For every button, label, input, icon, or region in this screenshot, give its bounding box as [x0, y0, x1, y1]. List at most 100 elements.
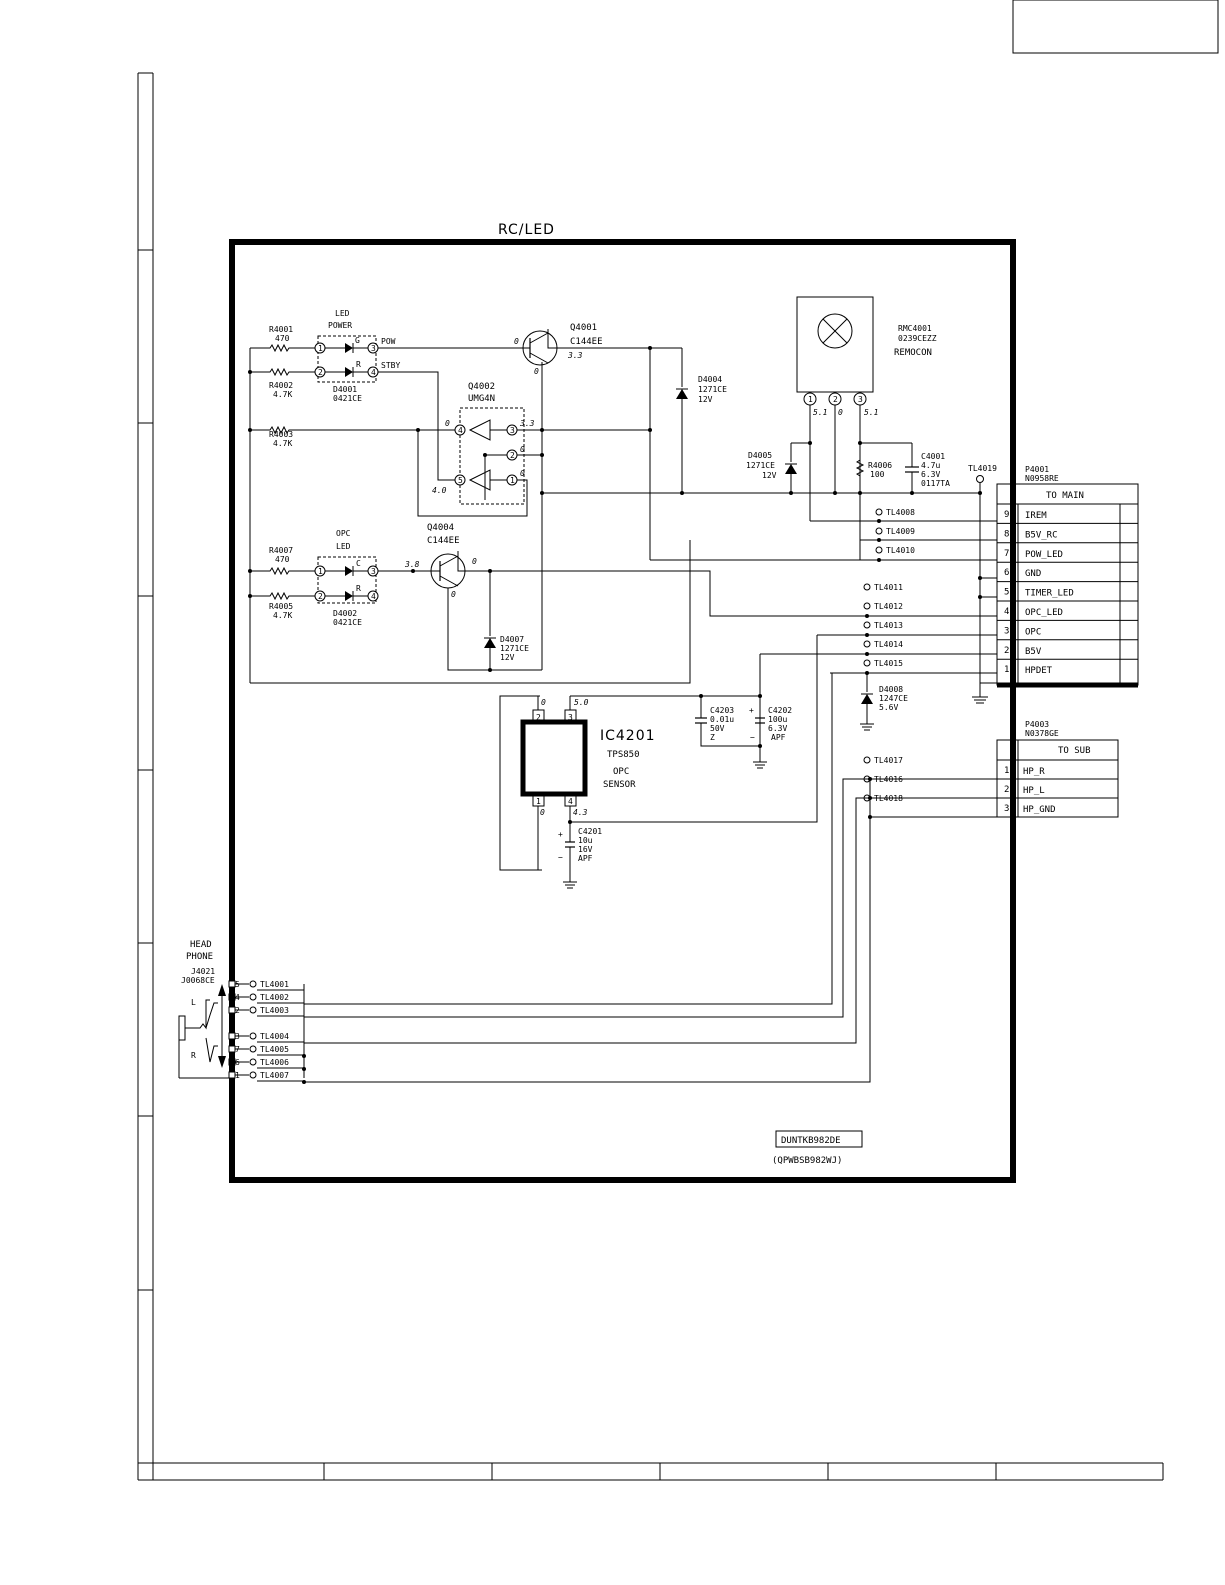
testpoint-icon: [249, 1032, 257, 1040]
p4001-pin-num: 3: [1004, 626, 1009, 636]
v-q4002-1: 0: [520, 469, 525, 478]
ic-part: TPS850: [607, 750, 640, 760]
testpoint-icon: [863, 621, 871, 629]
testpoint-icon: [249, 1071, 257, 1079]
svg-text:2: 2: [510, 451, 515, 460]
headphone-wires: [302, 673, 997, 1084]
p4001-pin-num: 5: [1004, 588, 1009, 598]
v-rmc-2: 0: [838, 408, 843, 417]
hp-testpoint-label: TL4001: [260, 980, 289, 989]
ic4201-sensor: 2 3 1 4 0 5.0 0 4.3 IC4201 TPS850 OPC SE…: [499, 694, 792, 889]
p4001-pin-name: B5V_RC: [1025, 530, 1058, 540]
c4202-val: 100u: [768, 715, 787, 724]
hp-pin-pad: [228, 1032, 236, 1040]
pin-c: C: [356, 559, 361, 568]
svg-text:3: 3: [568, 713, 573, 722]
q4002-transistor: Q4002 UMG4N 4 5 3 2 1 0 4.0 3.3 0 0: [416, 382, 650, 517]
v-rmc-3: 5.1: [864, 408, 878, 417]
pin-g: G: [355, 336, 360, 345]
testpoint-icon: [875, 508, 883, 516]
p4003-pin-name: HP_GND: [1023, 805, 1056, 815]
svg-text:−: −: [750, 733, 755, 742]
p4003-pin-num: 3: [1004, 804, 1009, 814]
testpoint-icon: [863, 659, 871, 667]
svg-text:1: 1: [808, 395, 813, 404]
resistor-r4003: [250, 425, 455, 435]
d4007-part: 1271CE: [500, 644, 529, 653]
v-q4004-b: 3.8: [404, 560, 420, 569]
d4004-val: 12V: [698, 395, 713, 404]
p4003-pin-num: 2: [1004, 785, 1009, 795]
testpoint-label: TL4014: [874, 640, 903, 649]
hp-pin-pad: [228, 1058, 236, 1066]
d4002-part: 0421CE: [333, 618, 362, 627]
c4203-volt: 50V: [710, 724, 725, 733]
c4202-volt: 6.3V: [768, 724, 787, 733]
p4001-pin-num: 8: [1004, 529, 1009, 539]
q4001-ref: Q4001: [570, 323, 597, 333]
v-q4001-e: 3.3: [567, 351, 583, 360]
testpoint-label: TL4013: [874, 621, 903, 630]
svg-text:3: 3: [371, 567, 376, 576]
led-diode-icon: [345, 343, 353, 353]
opc-led-label2: LED: [336, 542, 351, 551]
ic-ref: IC4201: [600, 728, 656, 744]
resistor-r4001: [250, 343, 315, 353]
svg-text:2: 2: [318, 592, 323, 601]
testpoint-label: TL4012: [874, 602, 903, 611]
tl4019: TL4019: [968, 464, 997, 473]
svg-text:3: 3: [858, 395, 863, 404]
led-power-label: LED: [335, 309, 350, 318]
testpoint-icon: [249, 980, 257, 988]
v-ic-1: 0: [540, 808, 545, 817]
r4003-val: 4.7K: [273, 439, 292, 448]
svg-text:2: 2: [833, 395, 838, 404]
d4005-ref: D4005: [748, 451, 772, 460]
p4001-part: N0958RE: [1025, 474, 1059, 483]
led-diode-icon: [345, 367, 353, 377]
testpoint-label: TL4011: [874, 583, 903, 592]
resistor-r4007: [250, 566, 315, 576]
testpoint-icon: [249, 1045, 257, 1053]
pin-r: R: [356, 360, 361, 369]
testpoints-right: TL4008TL4009TL4010TL4011TL4012TL4013TL40…: [863, 508, 915, 803]
r4001-ref: R4001: [269, 325, 293, 334]
c4203-val: 0.01u: [710, 715, 734, 724]
c4201-ref: C4201: [578, 827, 602, 836]
v-ic-3: 5.0: [574, 698, 589, 707]
v-ic-4: 4.3: [573, 808, 588, 817]
r4003-ref: R4003: [269, 430, 293, 439]
svg-text:4: 4: [371, 368, 376, 377]
testpoint-icon: [863, 640, 871, 648]
svg-text:1: 1: [318, 567, 323, 576]
hp-pin-pad: [228, 1071, 236, 1079]
board-pwb-label: (QPWBSB982WJ): [772, 1156, 842, 1166]
hp-r: R: [191, 1051, 196, 1060]
v-q4001-c: 0: [534, 367, 539, 376]
r4006-c4001: R4006 100 C4001 4.7u 6.3V 0117TA: [855, 441, 950, 495]
p4001-header: TO MAIN: [1046, 491, 1084, 501]
p4001-pin-name: OPC: [1025, 627, 1041, 637]
q4001-part: C144EE: [570, 337, 603, 347]
v-q4004-c: 0: [472, 557, 477, 566]
testpoint-icon: [249, 1058, 257, 1066]
resistor-r4005: [250, 591, 315, 601]
testpoint-icon: [875, 546, 883, 554]
q4002-part: UMG4N: [468, 394, 495, 404]
hp-testpoint-label: TL4005: [260, 1045, 289, 1054]
testpoint-icon: [249, 1006, 257, 1014]
c4203-ref: C4203: [710, 706, 734, 715]
hp-pin-pad: [228, 980, 236, 988]
p4001-pin-num: 1: [1004, 665, 1009, 675]
p4001-pin-name: POW_LED: [1025, 550, 1063, 560]
hp-pin-pad: [228, 1045, 236, 1053]
c4001-val: 4.7u: [921, 461, 940, 470]
d4004-zener: D4004 1271CE 12V: [648, 346, 727, 560]
svg-text:4: 4: [458, 426, 463, 435]
c4202-ref: C4202: [768, 706, 792, 715]
svg-text:3: 3: [510, 426, 515, 435]
svg-text:1: 1: [510, 476, 515, 485]
remocon-module: RMC4001 0239CEZZ REMOCON 1 2 3 5.1 0 5.1: [796, 296, 937, 540]
v-q4002-3: 3.3: [519, 419, 535, 428]
